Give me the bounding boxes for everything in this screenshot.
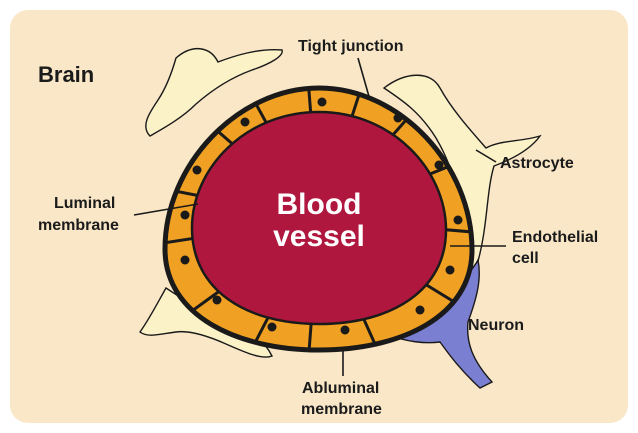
nucleus [318,98,327,107]
neuron-label: Neuron [468,317,524,334]
nucleus [181,256,190,265]
tight-junction-label: Tight junction [298,38,403,55]
endothelial-label-line2: cell [512,250,539,267]
nucleus [241,118,250,127]
nucleus [435,161,444,170]
title-label: Brain [38,62,94,87]
blood-label-line2: vessel [273,220,365,253]
abluminal-label-line2: membrane [301,401,382,418]
luminal-label-line2: membrane [38,217,119,234]
nucleus [181,211,190,220]
nucleus [394,114,403,123]
abluminal-label-line1: Abluminal [302,380,379,397]
blood-label-line1: Blood [277,188,362,221]
nucleus [268,323,277,332]
nucleus [416,306,425,315]
luminal-label-line1: Luminal [54,195,115,212]
nucleus [341,326,350,335]
nucleus [454,216,463,225]
nucleus [446,266,455,275]
astrocyte-label: Astrocyte [500,155,574,172]
endothelial-label-line1: Endothelial [512,229,598,246]
nucleus [193,166,202,175]
nucleus [213,296,222,305]
